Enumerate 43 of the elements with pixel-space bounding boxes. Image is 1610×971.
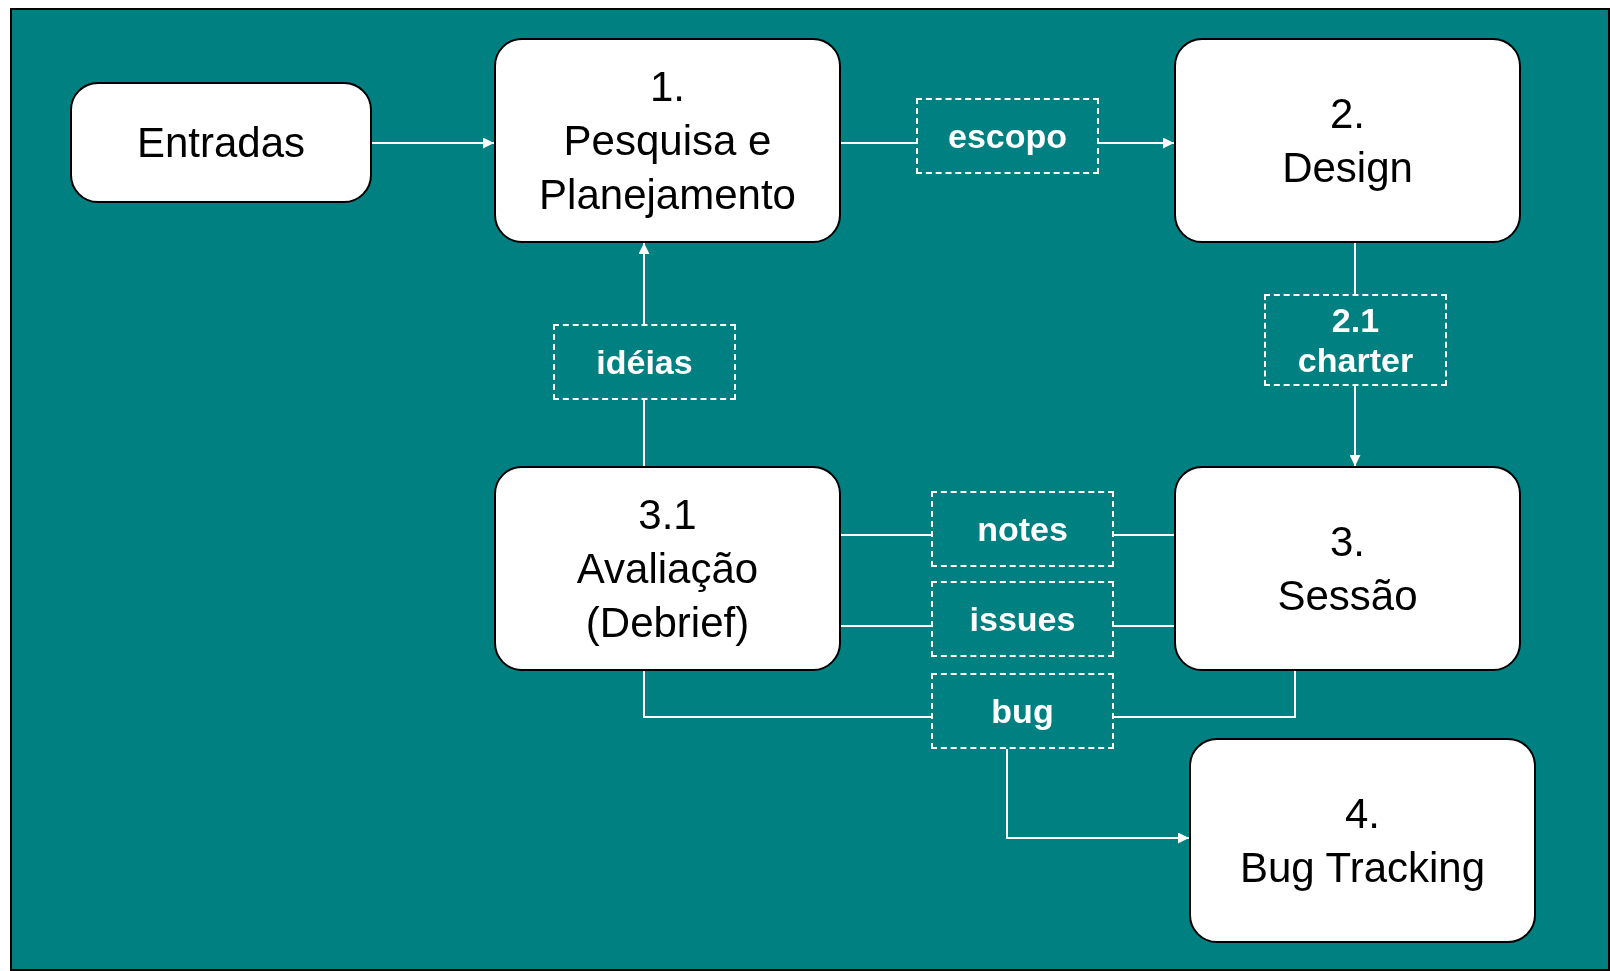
process-box bbox=[1189, 738, 1536, 943]
node-label: 4. bbox=[1345, 788, 1380, 839]
process-box bbox=[1174, 466, 1521, 671]
dashed-label-box bbox=[1264, 294, 1447, 386]
arrow bbox=[1098, 137, 1175, 149]
node-label: escopo bbox=[947, 116, 1067, 156]
process-box bbox=[1174, 38, 1521, 243]
connector-line bbox=[840, 534, 932, 536]
arrow bbox=[371, 137, 495, 149]
connector-line bbox=[643, 670, 932, 718]
process-box bbox=[494, 466, 841, 671]
connector-line bbox=[1113, 625, 1175, 627]
arrow bbox=[1006, 748, 1190, 844]
node-label: 2.1 charter bbox=[1296, 300, 1415, 380]
node-label: issues bbox=[969, 599, 1076, 639]
connector-line bbox=[1113, 534, 1175, 536]
node-label: 3.1 bbox=[638, 489, 697, 540]
dashed-label-box bbox=[931, 581, 1114, 657]
node-label: Avaliação (Debrief) bbox=[575, 543, 760, 648]
connector-line bbox=[1354, 242, 1356, 295]
connector-line bbox=[840, 625, 932, 627]
node-label: 3. bbox=[1330, 516, 1365, 567]
node-label: Design bbox=[1282, 142, 1413, 193]
dashed-label-box bbox=[553, 324, 736, 400]
dashed-label-box bbox=[931, 491, 1114, 567]
connector-line bbox=[840, 142, 917, 144]
dashed-label-box bbox=[931, 673, 1114, 749]
process-box bbox=[494, 38, 841, 243]
connector-line bbox=[643, 399, 645, 467]
node-label: notes bbox=[977, 509, 1068, 549]
node-label: Sessão bbox=[1277, 570, 1418, 621]
node-label: Entradas bbox=[136, 117, 306, 168]
node-label: Bug Tracking bbox=[1239, 842, 1486, 893]
node-label: 1. bbox=[650, 61, 685, 112]
node-label: bug bbox=[991, 691, 1054, 731]
node-label: idéias bbox=[596, 342, 693, 382]
arrow bbox=[1349, 385, 1361, 467]
dashed-label-box bbox=[916, 98, 1099, 174]
node-label: Pesquisa e Planejamento bbox=[538, 115, 797, 220]
connector-line bbox=[1113, 670, 1296, 718]
process-box bbox=[70, 82, 372, 203]
arrow bbox=[638, 242, 650, 325]
node-label: 2. bbox=[1330, 88, 1365, 139]
